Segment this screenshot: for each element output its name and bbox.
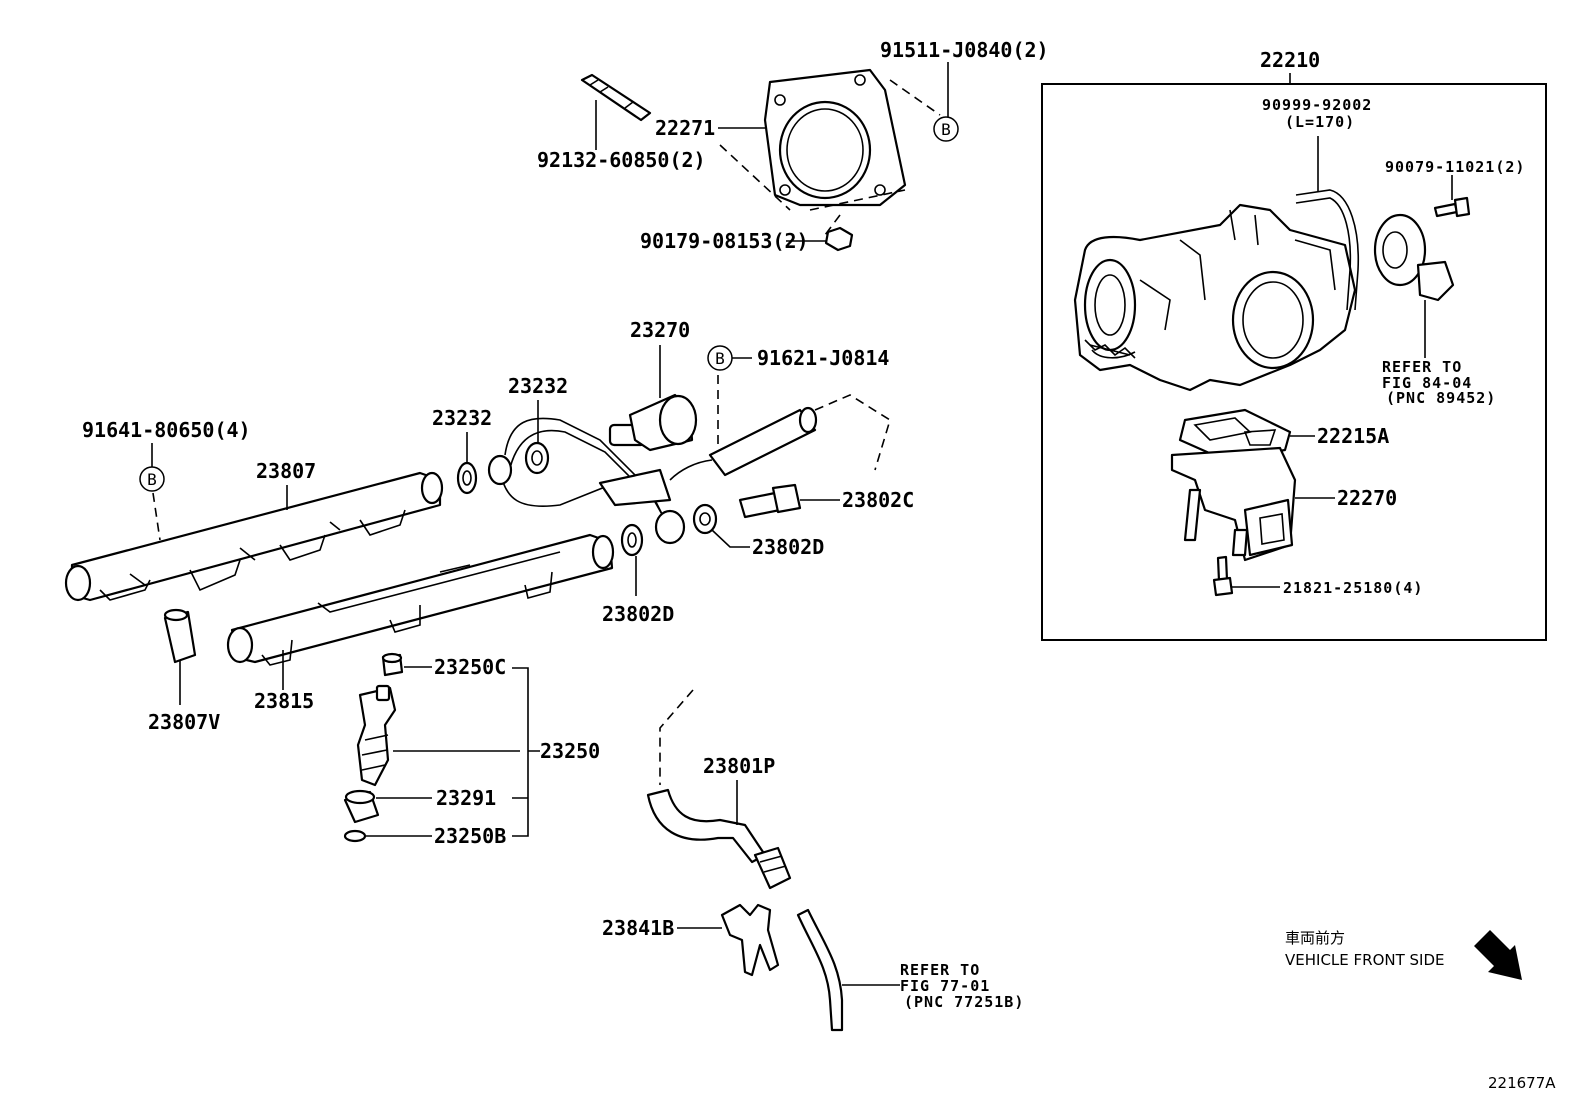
- tps-screw: [1433, 196, 1471, 218]
- svg-text:B: B: [941, 120, 951, 139]
- iac-mounting-screw: [1212, 555, 1234, 597]
- label-23807: 23807: [256, 459, 316, 483]
- note-refer-tps-line1: REFER TO: [1382, 358, 1462, 376]
- label-23250: 23250: [540, 739, 600, 763]
- label-22271: 22271: [655, 116, 715, 140]
- iac-valve-gasket: [1178, 408, 1292, 462]
- label-23802d-lower: 23802D: [602, 602, 674, 626]
- throttle-body: [1073, 203, 1357, 392]
- label-23232-lower: 23232: [432, 406, 492, 430]
- fuel-rail-23807: [64, 471, 444, 602]
- label-23807v: 23807V: [148, 710, 220, 734]
- note-refer-tps-line2: FIG 84-04: [1382, 374, 1472, 392]
- gasket-23802d-lower: [620, 523, 644, 557]
- injector-o-ring: [343, 829, 367, 843]
- fuel-delivery-pipe: [487, 417, 686, 545]
- fuel-hose-upper: [669, 406, 818, 481]
- rail-bolt-guide-line: [152, 492, 161, 541]
- throttle-body-gasket: [763, 68, 907, 207]
- label-23270: 23270: [630, 318, 690, 342]
- gasket-nut: [824, 226, 854, 252]
- idle-air-control-valve: [1170, 446, 1297, 562]
- fuel-hose-23801p: [646, 788, 792, 890]
- vehicle-front-arrow-icon: [1474, 930, 1522, 980]
- figure-id: 221677A: [1488, 1074, 1556, 1092]
- label-22215a: 22215A: [1317, 424, 1389, 448]
- hose-clamp-23841b: [720, 903, 780, 977]
- vacuum-hose: [1295, 189, 1360, 311]
- note-refer-tps-line3: (PNC 89452): [1386, 389, 1496, 407]
- gasket-23232-upper: [524, 441, 550, 475]
- label-90999-length: (L=170): [1285, 113, 1355, 131]
- label-91641: 91641-80650(4): [82, 418, 251, 442]
- label-92132: 92132-60850(2): [537, 148, 706, 172]
- rail-insulator: [163, 608, 197, 664]
- label-23250b: 23250B: [434, 824, 506, 848]
- union-bolt: [738, 483, 802, 519]
- label-91511: 91511-J0840(2): [880, 38, 1049, 62]
- direction-label-en: VEHICLE FRONT SIDE: [1285, 951, 1445, 969]
- label-90999: 90999-92002: [1262, 96, 1372, 114]
- injector-set-bracket: [512, 667, 540, 837]
- fuel-injector: [356, 684, 397, 787]
- label-23232-upper: 23232: [508, 374, 568, 398]
- stud-guide-line: [719, 144, 791, 211]
- label-23801p: 23801P: [703, 754, 775, 778]
- label-22270: 22270: [1337, 486, 1397, 510]
- throttle-position-sensor: [1373, 213, 1455, 302]
- label-90179: 90179-08153(2): [640, 229, 809, 253]
- leader-23802d-right: [711, 529, 750, 548]
- note-refer-hose-line1: REFER TO: [900, 961, 980, 979]
- injector-grommet: [381, 652, 404, 677]
- hose-lower-guide-line: [659, 689, 694, 785]
- direction-label-jp: 車両前方: [1285, 929, 1345, 947]
- note-refer-hose-line3: (PNC 77251B): [904, 993, 1024, 1011]
- throttle-body-assembly-box: [1041, 83, 1547, 641]
- label-23841b: 23841B: [602, 916, 674, 940]
- hose-guide-line: [814, 394, 891, 471]
- label-23291: 23291: [436, 786, 496, 810]
- fuel-hose-to-tank: [796, 908, 844, 1032]
- gasket-23232-lower: [456, 461, 478, 495]
- bolt-guide-line: [889, 79, 941, 116]
- ref-marker-b-middle: B: [707, 345, 733, 371]
- fuel-pressure-regulator: [608, 393, 698, 452]
- ref-marker-b-upper: B: [933, 116, 959, 142]
- label-23815: 23815: [254, 689, 314, 713]
- label-22210: 22210: [1260, 48, 1320, 72]
- gasket-guide-line: [809, 189, 906, 211]
- label-90079: 90079-11021(2): [1385, 158, 1525, 176]
- injector-insulator: [343, 789, 380, 824]
- label-23250c: 23250C: [434, 655, 506, 679]
- gasket-23802d-right: [692, 503, 718, 535]
- label-23802d-right: 23802D: [752, 535, 824, 559]
- note-refer-hose-line2: FIG 77-01: [900, 977, 990, 995]
- label-91621: 91621-J0814: [757, 346, 889, 370]
- label-21821: 21821-25180(4): [1283, 579, 1423, 597]
- svg-text:B: B: [715, 349, 725, 368]
- svg-text:B: B: [147, 470, 157, 489]
- ref-marker-b-left: B: [139, 466, 165, 492]
- stud-bolt: [580, 73, 652, 122]
- fuel-rail-23815: [226, 533, 615, 666]
- label-23802c: 23802C: [842, 488, 914, 512]
